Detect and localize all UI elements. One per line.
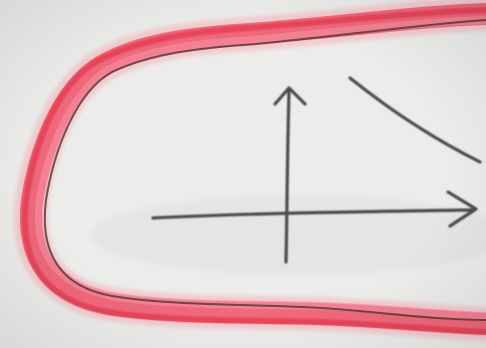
photo-scene (0, 0, 486, 348)
vignette (0, 0, 486, 348)
